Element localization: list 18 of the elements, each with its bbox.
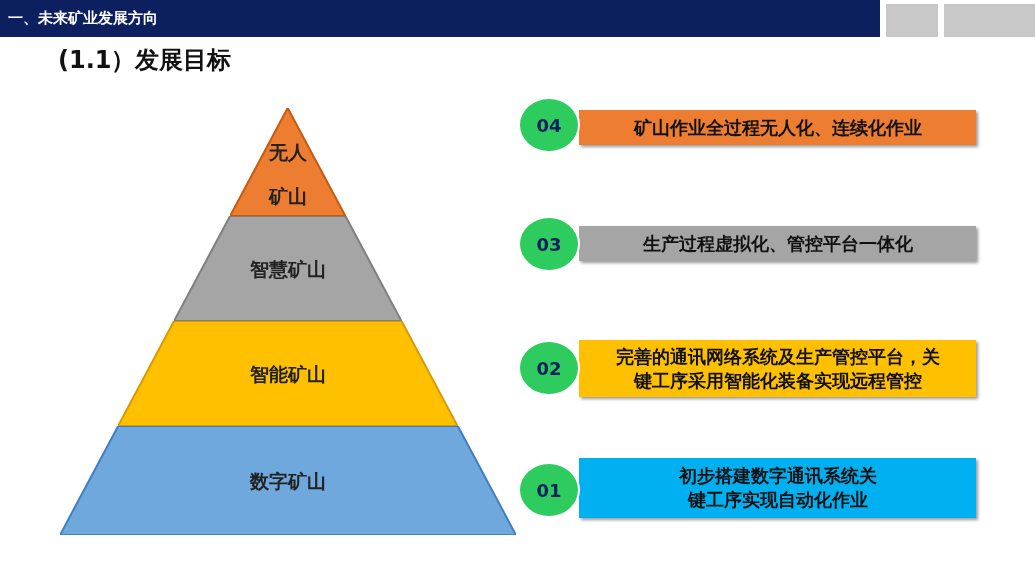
pyramid-layer <box>118 321 458 426</box>
goal-bar: 初步搭建数字通讯系统关键工序实现自动化作业 <box>579 458 976 518</box>
pyramid-layer <box>174 216 402 321</box>
layer-label: 无人矿山 <box>267 140 308 209</box>
page-title: (1.1）发展目标 <box>58 45 232 76</box>
number-badge: 04 <box>518 97 580 153</box>
goal-bar: 完善的通讯网络系统及生产管控平台，关键工序采用智能化装备实现远程管控 <box>579 340 976 397</box>
layer-label: 数字矿山 <box>249 468 327 494</box>
pyramid-layer <box>230 108 346 216</box>
goal-bar: 生产过程虚拟化、管控平台一体化 <box>579 226 976 261</box>
number-badge: 02 <box>518 340 580 396</box>
number-badge: 03 <box>518 216 580 272</box>
layer-label: 智慧矿山 <box>249 256 327 282</box>
layer-label: 智能矿山 <box>249 361 327 387</box>
pyramid-layer <box>60 426 516 535</box>
number-badge: 01 <box>518 462 580 518</box>
goal-bar: 矿山作业全过程无人化、连续化作业 <box>579 110 976 145</box>
section-heading: 一、未来矿业发展方向 <box>8 9 158 28</box>
